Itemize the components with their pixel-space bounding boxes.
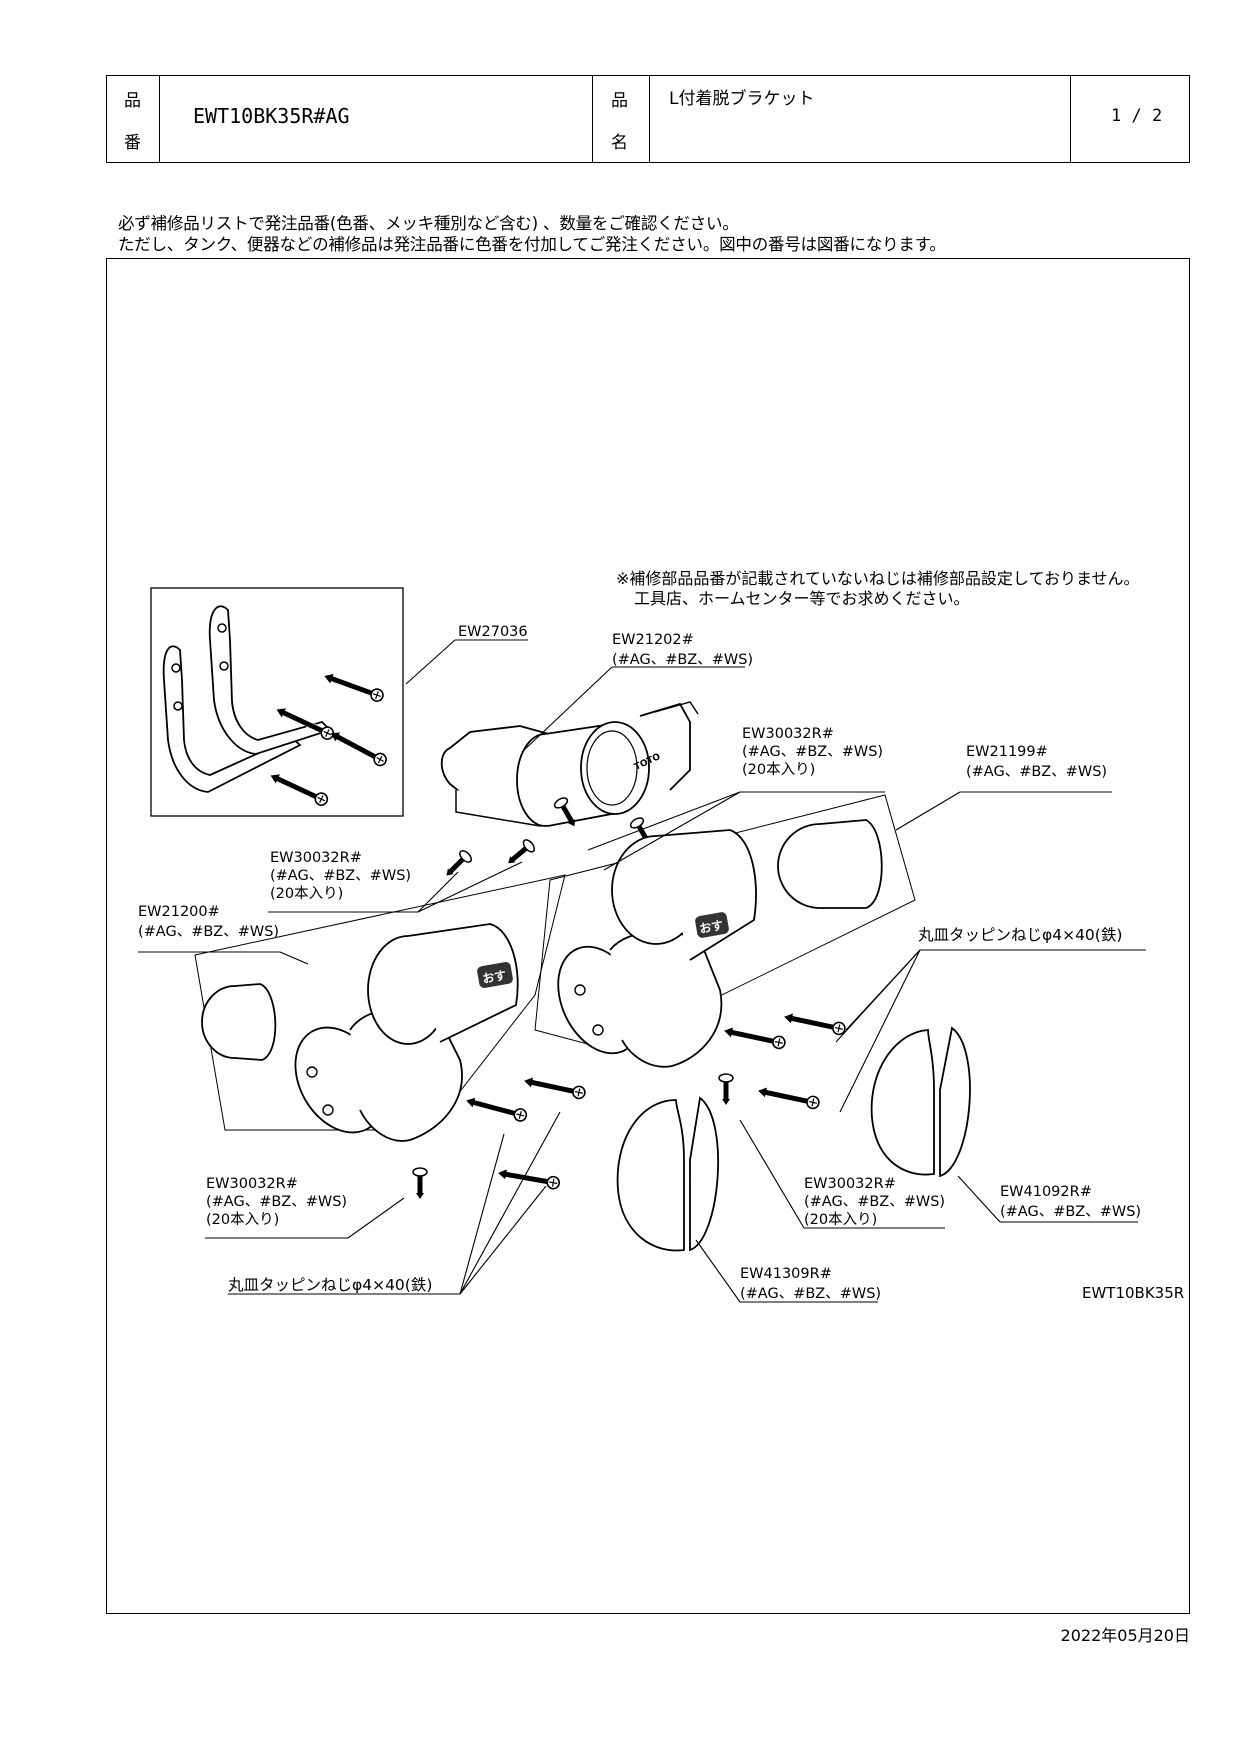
callout-colors: (#AG、#BZ、#WS) (966, 764, 1107, 780)
order-note: ただし、タンク、便器などの補修品は発注品番に色番を付加してご発注ください。図中の… (118, 235, 946, 254)
product-name: L付着脱ブラケット (669, 89, 815, 109)
callout-colors: (#AG、#BZ、#WS) (138, 924, 279, 940)
page-number: 1 / 2 (1111, 106, 1163, 126)
callout-quantity: (20本入り) (742, 761, 815, 778)
callout-ew30032: EW30032R# (206, 1176, 298, 1192)
bracket-mark: おす (481, 968, 507, 986)
hook-kit-illustration (150, 587, 404, 817)
leader-lines (138, 639, 1146, 1303)
callout-quantity: (20本入り) (804, 1211, 877, 1228)
header-divider (592, 76, 593, 162)
diagram-frame (106, 258, 1190, 1614)
callout-ew21200: EW21200# (138, 904, 220, 920)
callout-ew30032: EW30032R# (270, 850, 362, 866)
callout-colors: (#AG、#BZ、#WS) (206, 1194, 347, 1210)
bracket-mark: おす (698, 918, 724, 936)
callout-screw: 丸皿タッピンねじφ4×40(鉄) (228, 1276, 432, 1294)
model-code: EWT10BK35R (1082, 1284, 1184, 1302)
callout-ew41092: EW41092R# (1000, 1184, 1092, 1200)
left-bracket-illustration: おす (194, 874, 566, 1142)
notice-text: ※補修部品品番が記載されていないねじは補修部品設定しておりません。 (616, 569, 1140, 588)
callout-ew41309: EW41309R# (740, 1266, 832, 1282)
header-divider (1070, 76, 1071, 162)
product-name-label: 品 (611, 91, 628, 111)
callout-quantity: (20本入り) (270, 885, 343, 902)
order-note: 必ず補修品リストで発注品番(色番、メッキ種別など含む) 、数量をご確認ください。 (118, 214, 739, 233)
callout-labels: EW27036 EW21202# (#AG、#BZ、#WS) EW30032R#… (138, 624, 1184, 1302)
callout-screw: 丸皿タッピンねじφ4×40(鉄) (918, 926, 1122, 944)
document-date: 2022年05月20日 (1060, 1626, 1190, 1645)
part-number: EWT10BK35R#AG (193, 104, 350, 128)
notice-text: 工具店、ホームセンター等でお求めください。 (634, 589, 970, 608)
callout-colors: (#AG、#BZ、#WS) (612, 652, 753, 668)
cover-plate-illustration (870, 1026, 971, 1178)
part-no-label: 番 (124, 133, 141, 153)
callout-ew21202: EW21202# (612, 632, 694, 648)
callout-colors: (#AG、#BZ、#WS) (740, 1286, 881, 1302)
callout-colors: (#AG、#BZ、#WS) (804, 1194, 945, 1210)
right-bracket-illustration: おす (534, 794, 916, 1068)
callout-ew27036: EW27036 (458, 624, 528, 640)
product-name-label: 名 (611, 133, 628, 153)
callout-colors: (#AG、#BZ、#WS) (1000, 1204, 1141, 1220)
callout-colors: (#AG、#BZ、#WS) (742, 744, 883, 760)
header-divider (159, 76, 160, 162)
header-table: 品 番 EWT10BK35R#AG 品 名 L付着脱ブラケット 1 / 2 (106, 75, 1190, 163)
cover-plate-illustration (616, 1096, 720, 1252)
callout-ew30032: EW30032R# (804, 1176, 896, 1192)
part-no-label: 品 (124, 91, 141, 111)
callout-ew21199: EW21199# (966, 744, 1048, 760)
callout-colors: (#AG、#BZ、#WS) (270, 868, 411, 884)
callout-ew30032: EW30032R# (742, 726, 834, 742)
receiver-illustration: TOTO (440, 701, 699, 827)
header-divider (649, 76, 650, 162)
callout-quantity: (20本入り) (206, 1211, 279, 1228)
